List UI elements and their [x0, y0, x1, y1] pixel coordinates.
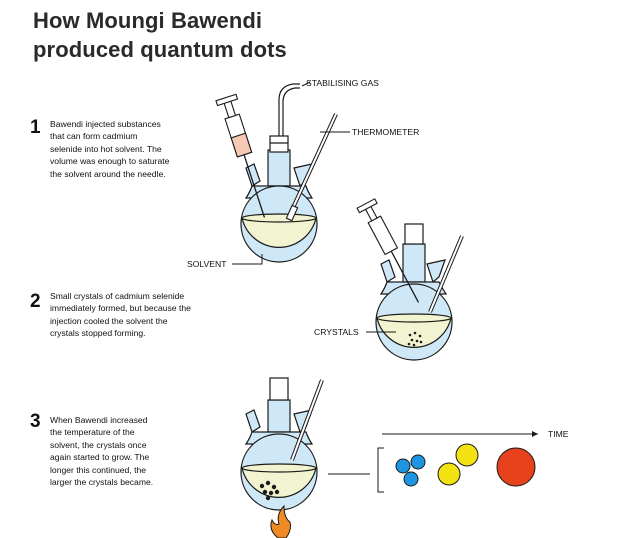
- solvent-label: SOLVENT: [187, 259, 227, 269]
- medium-dot-2: [455, 443, 479, 467]
- time-label: TIME: [548, 429, 569, 439]
- thermometer-2: [428, 235, 464, 313]
- small-dot-3: [403, 471, 419, 487]
- step-2-number: 2: [30, 291, 41, 312]
- small-dot-2: [410, 454, 426, 470]
- syringe-1: [215, 93, 266, 218]
- step-3-text: When Bawendi increased the temperature o…: [50, 415, 154, 488]
- step-1-text: Bawendi injected substances that can for…: [50, 119, 170, 179]
- stabilising-gas-label: STABILISING GAS: [306, 78, 379, 88]
- thermometer-3: [290, 379, 324, 461]
- quantum-dots: [395, 443, 536, 487]
- flask-1: [240, 135, 318, 263]
- small-dot-1: [395, 458, 411, 474]
- title-line-1: How Moungi Bawendi: [33, 8, 263, 33]
- flask-3: [240, 377, 318, 511]
- step-3-number: 3: [30, 411, 41, 432]
- syringe-2: [356, 198, 420, 303]
- title-line-2: produced quantum dots: [33, 37, 287, 62]
- step-1-number: 1: [30, 117, 41, 138]
- large-dot: [496, 447, 536, 487]
- crystals-label: CRYSTALS: [314, 327, 359, 337]
- gas-tube: [278, 83, 300, 136]
- step-2-text: Small crystals of cadmium selenide immed…: [50, 291, 191, 339]
- thermometer-label: THERMOMETER: [352, 127, 419, 137]
- small-crystals: [407, 331, 423, 347]
- medium-dot-1: [437, 462, 461, 486]
- page-title: How Moungi Bawendi produced quantum dots: [33, 6, 287, 64]
- flame-icon: [270, 504, 291, 538]
- bracket: [377, 447, 384, 493]
- thermometer-1: [285, 113, 338, 222]
- growing-crystals: [259, 480, 280, 501]
